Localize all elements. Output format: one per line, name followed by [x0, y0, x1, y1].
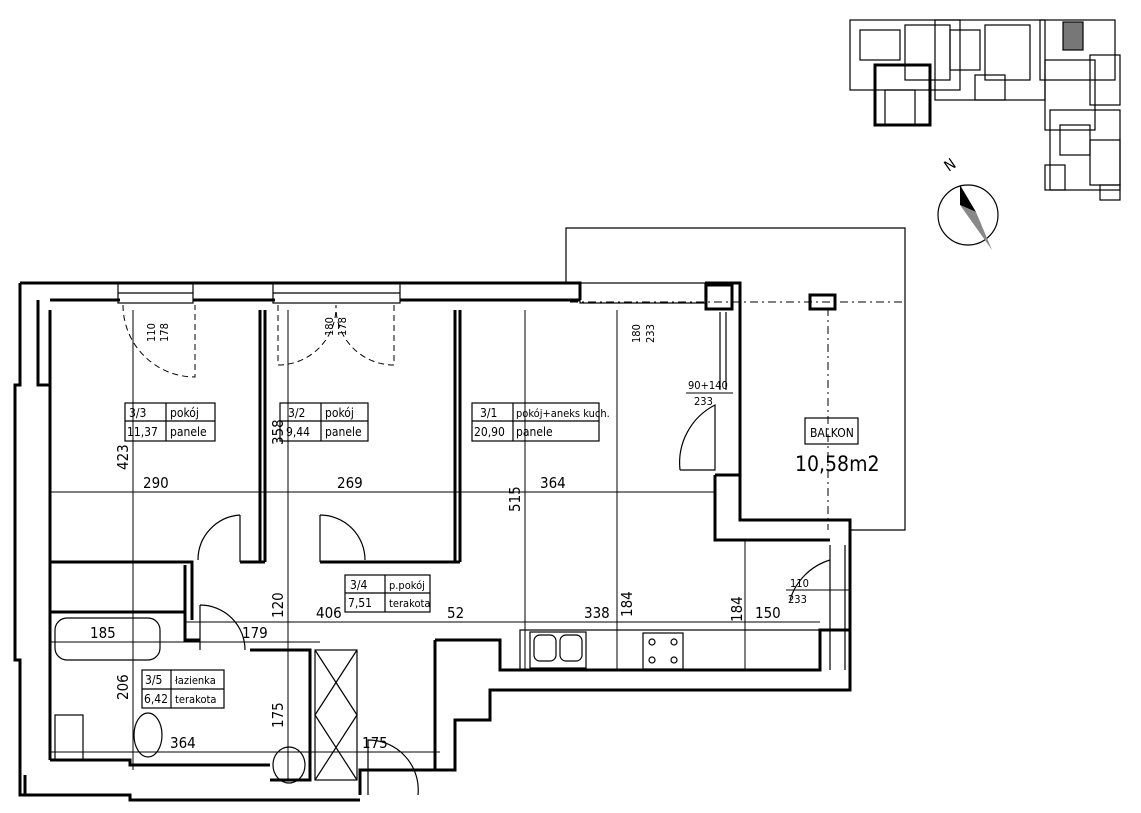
- svg-text:pokój: pokój: [170, 406, 199, 420]
- svg-text:3/4: 3/4: [350, 578, 368, 592]
- svg-text:90+140: 90+140: [688, 379, 728, 392]
- svg-text:11,37: 11,37: [127, 425, 158, 439]
- north-label: N: [941, 155, 960, 176]
- svg-text:p.pokój: p.pokój: [389, 579, 425, 592]
- svg-text:pokój+aneks kuch.: pokój+aneks kuch.: [516, 407, 610, 420]
- svg-text:364: 364: [540, 474, 566, 492]
- stove-icon: [642, 632, 684, 670]
- svg-text:184: 184: [728, 596, 746, 622]
- svg-text:terakota: terakota: [175, 693, 216, 706]
- room-label-3-5: 3/5 łazienka 6,42 terakota: [141, 669, 225, 709]
- room-label-3-3: 3/3 pokój 11,37 panele: [124, 402, 216, 442]
- svg-text:20,90: 20,90: [474, 425, 505, 439]
- opening-annotations: 110 178 180 178 180 233 90+140 233 110 2…: [145, 317, 850, 606]
- fixtures: [54, 617, 821, 784]
- toilet-icon: [133, 712, 163, 758]
- svg-text:178: 178: [336, 317, 349, 336]
- svg-text:233: 233: [788, 593, 807, 606]
- dimension-lines: [50, 310, 820, 780]
- svg-text:6,42: 6,42: [144, 692, 168, 706]
- walls: [13, 281, 852, 802]
- room-label-3-4: 3/4 p.pokój 7,51 terakota: [344, 574, 431, 613]
- svg-text:338: 338: [584, 604, 610, 622]
- svg-text:panele: panele: [516, 425, 553, 439]
- svg-text:terakota: terakota: [389, 597, 430, 610]
- svg-text:233: 233: [644, 324, 657, 343]
- svg-text:110: 110: [790, 577, 809, 590]
- svg-text:3/3: 3/3: [129, 406, 146, 420]
- svg-text:3/2: 3/2: [288, 406, 305, 420]
- svg-text:423: 423: [114, 444, 132, 470]
- washing-machine-icon: [54, 714, 84, 761]
- svg-text:364: 364: [170, 734, 196, 752]
- svg-text:406: 406: [316, 604, 342, 622]
- room-label-3-1: 3/1 pokój+aneks kuch. 20,90 panele: [471, 402, 610, 442]
- svg-text:panele: panele: [325, 425, 362, 439]
- svg-text:150: 150: [755, 604, 781, 622]
- wardrobe-icon: [314, 649, 358, 781]
- svg-text:290: 290: [143, 474, 169, 492]
- svg-text:515: 515: [506, 486, 524, 512]
- svg-text:233: 233: [694, 395, 713, 408]
- svg-text:180: 180: [630, 324, 643, 343]
- svg-text:180: 180: [323, 317, 336, 336]
- svg-text:pokój: pokój: [325, 406, 354, 420]
- svg-text:3/1: 3/1: [480, 406, 497, 420]
- horizontal-dimensions: 290 269 364 406 52 338 150 185 179 364 1…: [90, 474, 781, 752]
- svg-text:178: 178: [158, 323, 171, 342]
- bathtub-icon: [54, 617, 161, 661]
- svg-text:panele: panele: [170, 425, 207, 439]
- svg-text:7,51: 7,51: [348, 596, 372, 610]
- svg-text:179: 179: [242, 624, 268, 642]
- doors: [122, 304, 831, 796]
- svg-text:52: 52: [447, 604, 464, 622]
- washbasin-icon: [272, 746, 306, 784]
- balcony-label: BALKON: [810, 426, 854, 440]
- svg-text:269: 269: [337, 474, 363, 492]
- building-key-plan: [849, 19, 1121, 201]
- svg-text:358: 358: [269, 419, 287, 445]
- svg-text:175: 175: [269, 702, 287, 728]
- room-label-3-2: 3/2 pokój 9,44 panele: [279, 402, 369, 442]
- vertical-dimensions: 423 358 515 120 206 175 184 184: [114, 419, 746, 728]
- svg-text:184: 184: [618, 591, 636, 617]
- north-compass: N: [937, 155, 999, 250]
- svg-text:185: 185: [90, 624, 116, 642]
- svg-text:206: 206: [114, 674, 132, 700]
- svg-text:175: 175: [362, 734, 388, 752]
- svg-text:110: 110: [145, 323, 158, 342]
- svg-text:9,44: 9,44: [286, 425, 310, 439]
- compass-needle-icon: [960, 185, 976, 212]
- svg-text:120: 120: [269, 592, 287, 618]
- svg-text:łazienka: łazienka: [175, 674, 216, 687]
- windows: [117, 282, 846, 670]
- balcony-area: 10,58m2: [795, 452, 880, 476]
- svg-text:3/5: 3/5: [145, 673, 162, 687]
- sink-icon: [529, 631, 587, 669]
